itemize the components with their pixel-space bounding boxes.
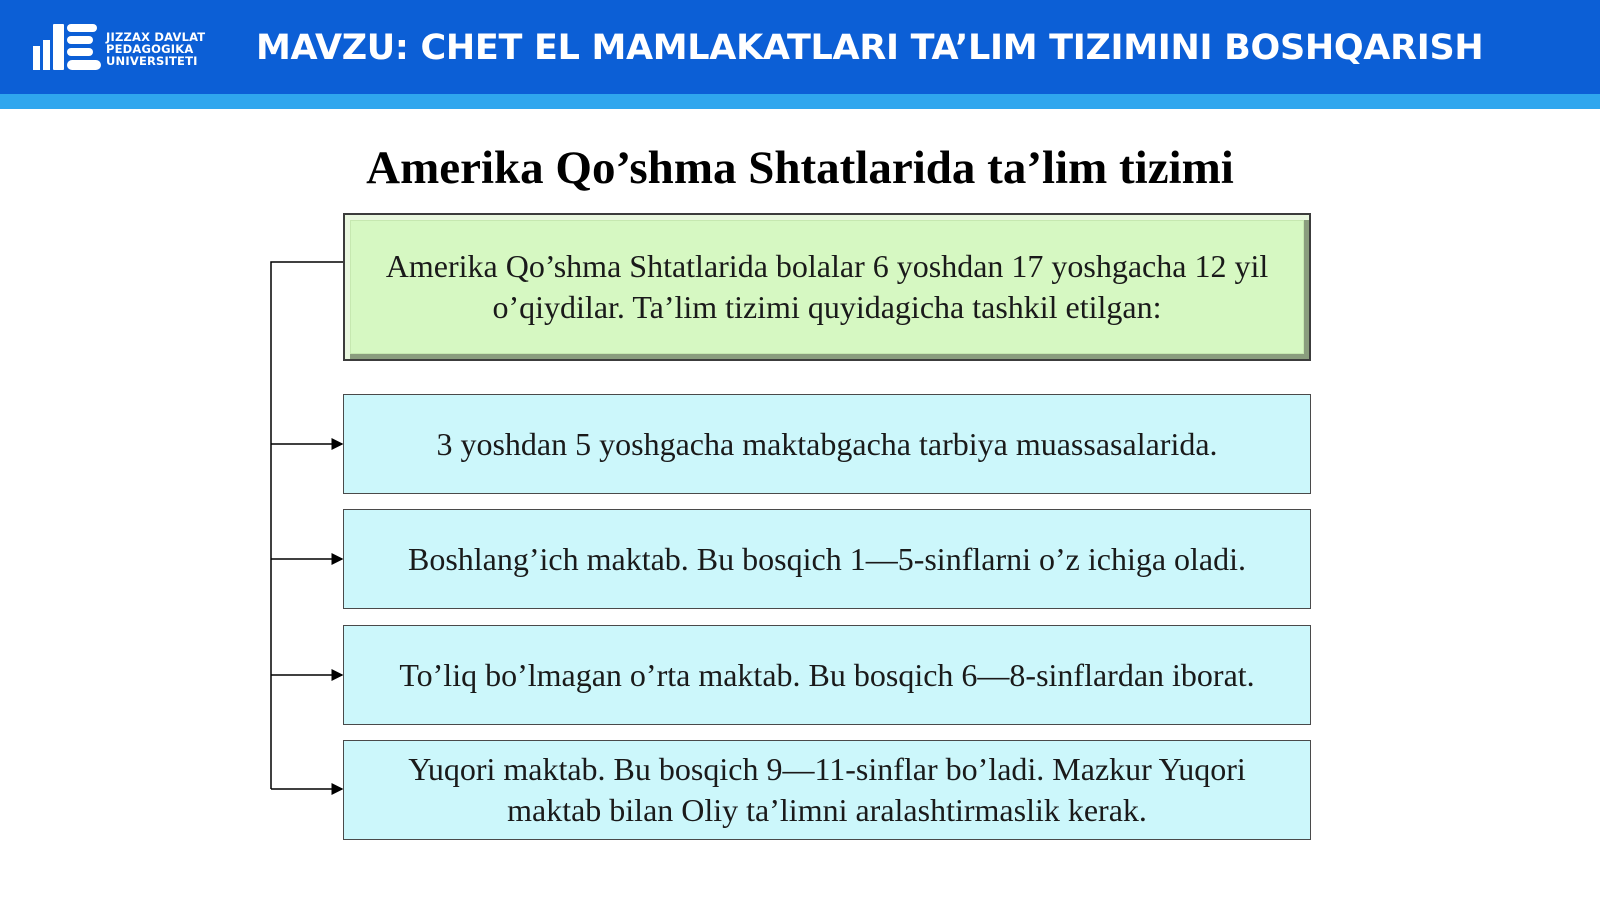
stage-box-primary: Boshlang’ich maktab. Bu bosqich 1—5-sinf… [343,509,1311,609]
stage-box-middle: To’liq bo’lmagan o’rta maktab. Bu bosqic… [343,625,1311,725]
stage-box-preschool: 3 yoshdan 5 yoshgacha maktabgacha tarbiy… [343,394,1311,494]
intro-box: Amerika Qo’shma Shtatlarida bolalar 6 yo… [343,213,1311,361]
slide-heading: Amerika Qo’shma Shtatlarida ta’lim tizim… [366,142,1234,194]
header-bar [0,0,1600,94]
topic-title: MAVZU: CHET EL MAMLAKATLARI TA’LIM TIZIM… [256,28,1484,68]
university-logo-icon [33,24,101,70]
stage-box-high: Yuqori maktab. Bu bosqich 9—11-sinflar b… [343,740,1311,840]
university-logo-text: JIZZAX DAVLAT PEDAGOGIKA UNIVERSITETI [106,30,206,68]
header-stripe [0,94,1600,109]
